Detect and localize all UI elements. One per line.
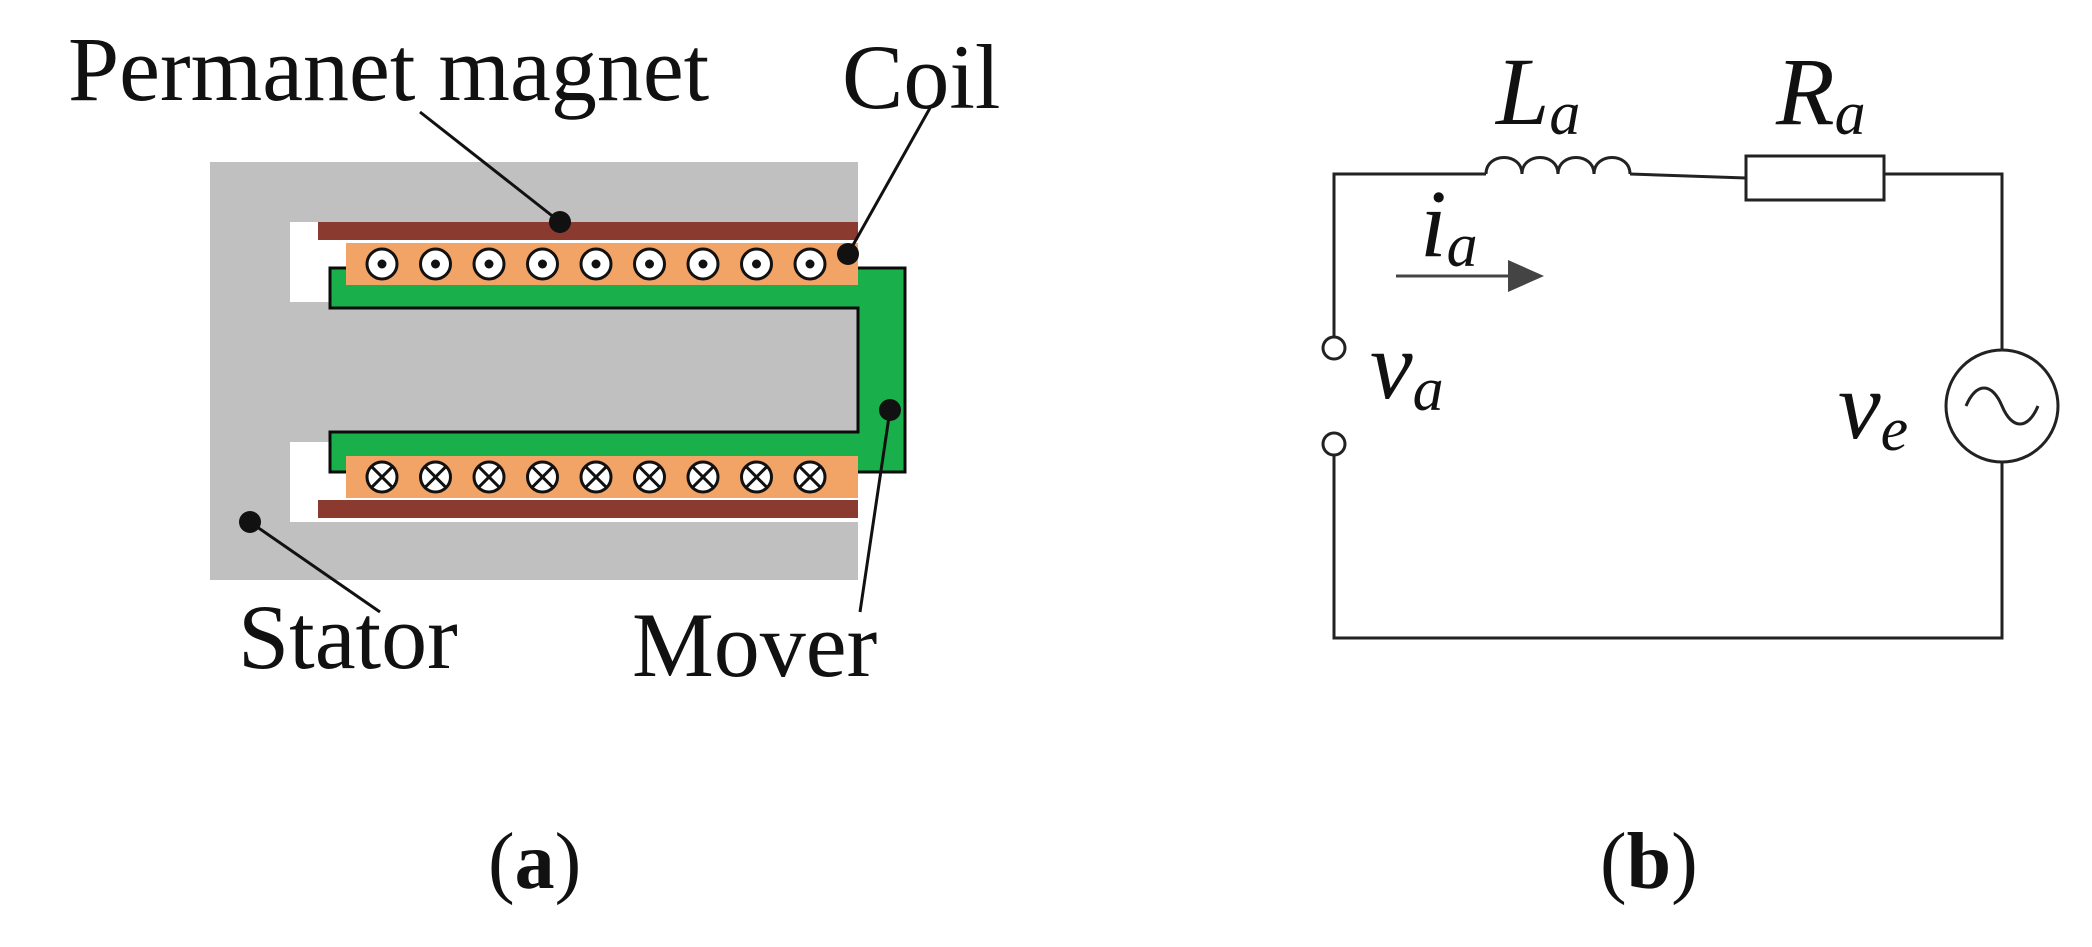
leader-magnet-dot <box>549 211 571 233</box>
coil-current-in-icon <box>740 460 773 494</box>
coil-current-in-icon <box>526 460 559 494</box>
magnet-upper <box>318 222 858 240</box>
label-mover: Mover <box>632 594 877 696</box>
coil-current-out-icon <box>633 247 666 281</box>
wire-right-top <box>1884 172 2004 350</box>
coil-current-out-icon <box>579 247 613 281</box>
sine-wave-icon <box>1964 386 2040 426</box>
terminal-voltage-label: va <box>1370 312 1444 424</box>
resistor-symbol <box>1744 154 1886 202</box>
terminal-bottom <box>1321 431 1347 457</box>
back-emf-label: ve <box>1838 352 1908 464</box>
coil-current-out-icon <box>419 247 452 281</box>
coil-current-out-icon <box>686 247 720 281</box>
leader-stator-dot <box>239 511 261 533</box>
current-arrow-head <box>1508 260 1544 292</box>
coil-current-out-icon <box>365 247 399 281</box>
label-permanent-magnet: Permanet magnet <box>68 18 710 120</box>
inductor-label: La <box>1494 38 1580 148</box>
coil-current-out-icon <box>793 247 827 281</box>
coil-current-in-icon <box>793 460 827 494</box>
coil-current-out-icon <box>740 247 773 281</box>
leader-coil-dot <box>837 243 859 265</box>
circuit-labels: La Ra ia va ve (b) <box>1370 38 1908 906</box>
wire-bottom <box>1332 454 2004 640</box>
coil-current-in-icon <box>419 460 452 494</box>
leader-mover-dot <box>879 399 901 421</box>
actuator-cross-section: Permanet magnet Coil Stator Mover (a) <box>68 18 1000 906</box>
magnet-lower <box>318 500 858 518</box>
coil-markers-upper <box>365 247 827 281</box>
coil-current-out-icon <box>472 247 506 281</box>
label-stator: Stator <box>238 586 458 688</box>
panel-label-a: (a) <box>488 818 581 906</box>
coil-markers-lower <box>365 460 827 494</box>
leader-mover <box>858 409 892 613</box>
panel-label-b: (b) <box>1600 818 1698 906</box>
current-label: ia <box>1420 170 1478 280</box>
coil-current-in-icon <box>579 460 613 494</box>
resistor-label: Ra <box>1775 38 1866 148</box>
coil-current-out-icon <box>526 247 559 281</box>
coil-current-in-icon <box>365 460 399 494</box>
wire-l-to-r <box>1629 172 1747 180</box>
leader-coil <box>846 107 932 255</box>
coil-current-in-icon <box>472 460 506 494</box>
wire-left-top <box>1332 172 1486 338</box>
leader-stator <box>249 520 381 614</box>
equivalent-circuit <box>1321 154 2060 640</box>
terminal-top <box>1321 335 1347 361</box>
label-coil: Coil <box>842 26 1000 128</box>
leader-magnet <box>419 110 561 224</box>
coil-current-in-icon <box>633 460 666 494</box>
coil-current-in-icon <box>686 460 720 494</box>
mover-body <box>328 266 907 474</box>
inductor-symbol <box>1484 156 1632 175</box>
